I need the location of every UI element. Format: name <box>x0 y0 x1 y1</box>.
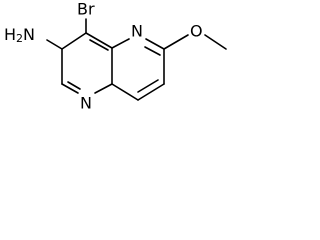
bond <box>94 83 113 94</box>
bond <box>67 81 81 90</box>
bond <box>61 32 87 50</box>
bond <box>46 39 63 50</box>
bond <box>137 79 159 93</box>
bond <box>111 83 139 101</box>
bond <box>61 83 79 94</box>
bromine-label: Br <box>77 0 95 19</box>
ring-nitrogen-top-label: N <box>131 22 143 41</box>
amine-hydrogen-label: H <box>4 25 16 44</box>
bond <box>144 46 161 56</box>
bond-lines <box>46 18 227 101</box>
amine-label: H2N <box>4 25 35 45</box>
bond <box>145 38 165 50</box>
bond <box>85 32 113 49</box>
ring-nitrogen-bottom-label: N <box>80 94 92 113</box>
amine-nitrogen-label: N <box>23 25 35 44</box>
chemical-structure-diagram: Br H2N N N O <box>0 0 270 138</box>
atom-labels: Br H2N N N O <box>4 0 203 113</box>
bond <box>137 83 165 101</box>
bond <box>111 38 130 49</box>
bond <box>89 39 109 51</box>
amine-subscript: 2 <box>16 32 23 45</box>
bond <box>163 34 189 50</box>
methoxy-oxygen-label: O <box>190 22 203 41</box>
bond <box>204 34 227 50</box>
